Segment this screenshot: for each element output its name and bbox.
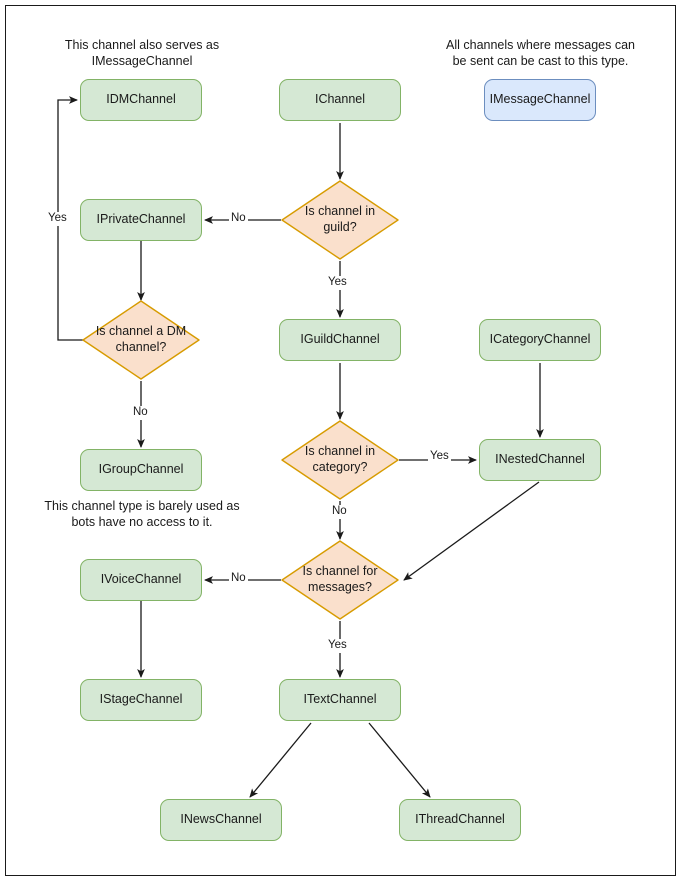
note-idmchannel: This channel also serves as IMessageChan… (64, 38, 220, 69)
node-label: Is channel for messages? (302, 564, 378, 594)
node-label: IGroupChannel (98, 462, 184, 477)
node-label: IStageChannel (99, 692, 183, 707)
node-label: IChannel (314, 92, 366, 107)
node-label: Is channel a DM channel? (95, 324, 187, 354)
node-label: IMessageChannel (489, 92, 591, 107)
node-label: IThreadChannel (415, 812, 505, 827)
diamond-shape (82, 300, 200, 380)
node-label: IDMChannel (106, 92, 176, 107)
node-label: Is channel in category? (304, 444, 376, 474)
edge-label-dm-no: No (131, 406, 150, 420)
diamond-shape (281, 180, 399, 260)
node-label: ITextChannel (303, 692, 377, 707)
node-label: ICategoryChannel (489, 332, 591, 347)
node-decision-is-channel-for-messages[interactable]: Is channel for messages? (281, 540, 399, 620)
node-ichannel[interactable]: IChannel (279, 79, 401, 121)
node-label: INestedChannel (495, 452, 585, 467)
node-label: Is channel in guild? (304, 204, 376, 234)
node-icategorychannel[interactable]: ICategoryChannel (479, 319, 601, 361)
node-iprivatechannel[interactable]: IPrivateChannel (80, 199, 202, 241)
node-igroupchannel[interactable]: IGroupChannel (80, 449, 202, 491)
node-iguildchannel[interactable]: IGuildChannel (279, 319, 401, 361)
node-label: IVoiceChannel (100, 572, 182, 587)
node-idmchannel[interactable]: IDMChannel (80, 79, 202, 121)
node-label: IPrivateChannel (96, 212, 186, 227)
node-inestedchannel[interactable]: INestedChannel (479, 439, 601, 481)
note-igroupchannel: This channel type is barely used as bots… (44, 499, 240, 530)
diamond-shape (281, 420, 399, 500)
diamond-shape (281, 540, 399, 620)
edge-itextchannel-to-inewschannel (249, 722, 312, 798)
node-inewschannel[interactable]: INewsChannel (160, 799, 282, 841)
node-ithreadchannel[interactable]: IThreadChannel (399, 799, 521, 841)
node-decision-is-channel-a-dm-channel[interactable]: Is channel a DM channel? (82, 300, 200, 380)
edge-label-messages-yes: Yes (326, 639, 349, 653)
note-imessagechannel: All channels where messages can be sent … (446, 38, 635, 69)
node-decision-is-channel-in-category[interactable]: Is channel in category? (281, 420, 399, 500)
edge-label-dm-yes: Yes (46, 212, 69, 226)
edge-label-guild-yes: Yes (326, 276, 349, 290)
edge-label-guild-no: No (229, 212, 248, 226)
node-label: INewsChannel (180, 812, 262, 827)
node-label: IGuildChannel (300, 332, 380, 347)
node-ivoicechannel[interactable]: IVoiceChannel (80, 559, 202, 601)
edge-label-messages-no: No (229, 572, 248, 586)
node-decision-is-channel-in-guild[interactable]: Is channel in guild? (281, 180, 399, 260)
node-istagechannel[interactable]: IStageChannel (80, 679, 202, 721)
edge-inestedchannel-to-messages (403, 481, 540, 581)
edge-itextchannel-to-ithreadchannel (368, 722, 431, 798)
node-itextchannel[interactable]: ITextChannel (279, 679, 401, 721)
node-imessagechannel[interactable]: IMessageChannel (484, 79, 596, 121)
edge-label-category-yes: Yes (428, 450, 451, 464)
edge-label-category-no: No (330, 505, 349, 519)
